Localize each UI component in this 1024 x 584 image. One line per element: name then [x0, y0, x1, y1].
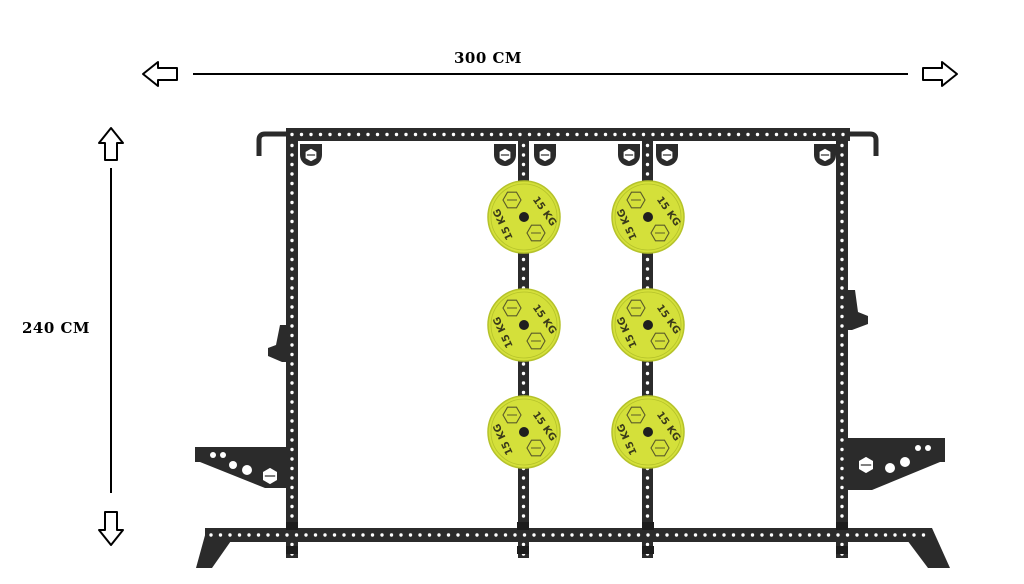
right-j-hook — [846, 290, 868, 330]
top-crossbar — [286, 128, 850, 141]
hexagon-logo-icon — [494, 144, 516, 166]
left-upright — [286, 128, 298, 558]
plate-logo-icon — [650, 439, 670, 457]
height-label: 240 CM — [22, 319, 90, 337]
arrow-right-icon — [922, 61, 958, 87]
hexagon-logo-icon — [262, 466, 278, 486]
base-crossbar — [205, 528, 932, 542]
base-bolt — [642, 522, 654, 530]
base-bolt — [286, 546, 298, 554]
width-label: 300 CM — [454, 49, 522, 67]
arrow-left-icon — [142, 61, 178, 87]
rack-frame — [195, 131, 950, 568]
plate-logo-icon — [502, 299, 522, 317]
rack-beams — [205, 128, 932, 558]
hexagon-logo-icon — [618, 144, 640, 166]
plate-logo-icon — [526, 224, 546, 242]
left-j-hook — [268, 325, 290, 362]
base-bolt — [836, 546, 848, 554]
plate-logo-icon — [626, 299, 646, 317]
hexagon-logo-icon — [656, 144, 678, 166]
base-bolt — [642, 546, 654, 554]
plate-logo-icon — [650, 332, 670, 350]
plate-logo-icon — [526, 332, 546, 350]
hexagon-logo-icon — [300, 144, 322, 166]
logo-badges — [262, 144, 874, 486]
hexagon-logo-icon — [534, 144, 556, 166]
hexagon-logo-icon — [814, 144, 836, 166]
base-bolt — [836, 522, 848, 530]
plate-logo-icon — [650, 224, 670, 242]
arrow-up-icon — [98, 127, 124, 161]
width-dimension: 300 CM — [142, 46, 958, 87]
plate-logo-icon — [626, 191, 646, 209]
base-bolt — [517, 522, 529, 530]
plate-logo-icon — [526, 439, 546, 457]
base-bolt — [286, 522, 298, 530]
right-spotter-arm — [848, 438, 945, 490]
base-bolt — [517, 546, 529, 554]
plate-logo-icon — [626, 406, 646, 424]
plate-logo-icon — [502, 406, 522, 424]
left-bar-handle — [256, 131, 289, 156]
height-dimension: 240 CM — [22, 127, 124, 546]
right-upright — [836, 128, 848, 558]
plate-logo-icon — [502, 191, 522, 209]
hexagon-logo-icon — [858, 455, 874, 475]
arrow-down-icon — [98, 511, 124, 546]
right-bar-handle — [847, 131, 879, 156]
